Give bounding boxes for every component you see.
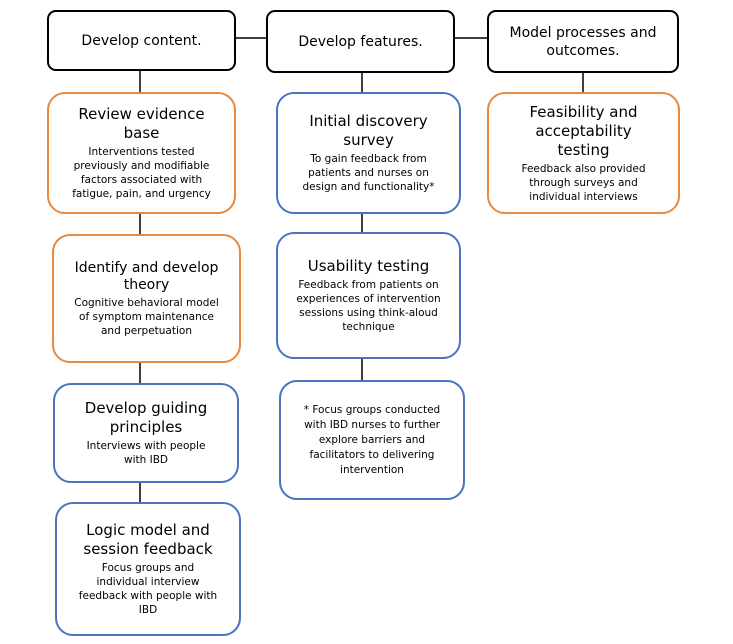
box-review-evidence-base: Review evidence base Interventions teste… (47, 92, 236, 214)
header-develop-content: Develop content. (47, 10, 236, 71)
header-model-processes-label: Model processes and outcomes. (509, 24, 657, 59)
box-title: Feasibility and acceptability testing (529, 102, 638, 159)
header-develop-features: Develop features. (266, 10, 455, 73)
box-title: Logic model and session feedback (83, 521, 213, 558)
box-title: Usability testing (307, 257, 430, 275)
box-feasibility-acceptability: Feasibility and acceptability testing Fe… (487, 92, 680, 214)
box-body: Cognitive behavioral model of symptom ma… (74, 296, 219, 337)
box-focus-groups-note: * Focus groups conducted with IBD nurses… (279, 380, 465, 500)
box-body: Feedback also provided through surveys a… (521, 162, 646, 203)
box-initial-discovery-survey: Initial discovery survey To gain feedbac… (276, 92, 461, 214)
box-title: Develop guiding principles (84, 399, 208, 436)
box-body: Feedback from patients on experiences of… (296, 279, 441, 333)
box-body: Interviews with people with IBD (86, 440, 206, 466)
box-identify-develop-theory: Identify and develop theory Cognitive be… (52, 234, 241, 363)
box-body: To gain feedback from patients and nurse… (302, 153, 435, 193)
box-note: * Focus groups conducted with IBD nurses… (303, 403, 441, 476)
box-usability-testing: Usability testing Feedback from patients… (276, 232, 461, 359)
box-develop-guiding-principles: Develop guiding principles Interviews wi… (53, 383, 239, 483)
header-develop-features-label: Develop features. (298, 33, 423, 50)
box-logic-model-session-feedback: Logic model and session feedback Focus g… (55, 502, 241, 636)
box-title: Review evidence base (78, 105, 205, 142)
header-develop-content-label: Develop content. (81, 32, 202, 49)
box-title: Initial discovery survey (309, 112, 428, 149)
box-body: Interventions tested previously and modi… (72, 146, 211, 200)
box-title: Identify and develop theory (74, 259, 219, 293)
header-model-processes: Model processes and outcomes. (487, 10, 679, 73)
box-body: Focus groups and individual interview fe… (78, 562, 218, 616)
